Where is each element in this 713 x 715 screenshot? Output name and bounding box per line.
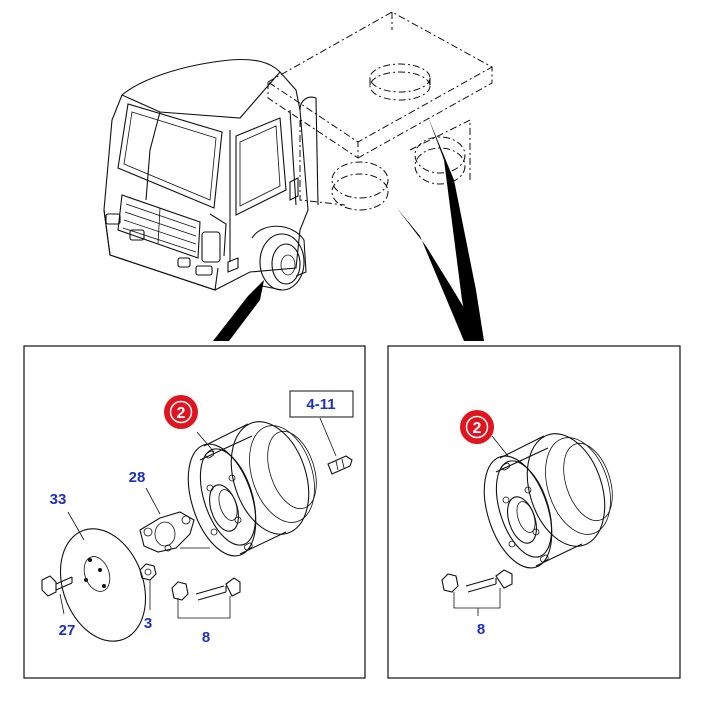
hub-bracket-28 <box>139 511 195 553</box>
wheel-nut-stud-8-right <box>441 569 513 593</box>
valve-stem <box>327 455 353 475</box>
ref-box-4-11[interactable]: 4-11 <box>289 390 354 418</box>
callout-2-right-text: 2 <box>473 420 482 437</box>
label-28[interactable]: 28 <box>129 469 146 486</box>
wheel-nut-stud-8 <box>171 577 241 601</box>
truck-cab <box>103 58 319 291</box>
callout-2-right[interactable]: 2 <box>460 410 494 444</box>
view-pointers <box>213 117 484 341</box>
label-3[interactable]: 3 <box>144 615 152 632</box>
right-panel: 2 8 <box>387 345 681 679</box>
leader-lines-right <box>453 435 509 616</box>
label-8-right[interactable]: 8 <box>477 621 485 638</box>
nut-3 <box>139 563 157 581</box>
callout-2-left-text: 2 <box>177 405 186 422</box>
ref-box-4-11-text: 4-11 <box>306 396 335 413</box>
left-panel: 2 4-11 33 28 27 3 8 <box>23 345 366 679</box>
wheel-rim-left <box>187 421 317 557</box>
cargo-bed <box>267 11 494 206</box>
label-8-left[interactable]: 8 <box>202 629 210 646</box>
bolt-27 <box>41 575 73 597</box>
pointer-rear-wheel-a <box>396 207 484 341</box>
wheel-rim-right <box>483 433 613 569</box>
truck-illustration <box>103 11 494 291</box>
pointer-rear-wheel-b <box>428 117 484 341</box>
pointer-front-wheel <box>213 280 264 341</box>
callout-2-left[interactable]: 2 <box>164 395 198 429</box>
rear-wheels <box>331 136 466 211</box>
leader-lines-left <box>59 417 337 619</box>
label-27[interactable]: 27 <box>59 622 76 639</box>
right-panel-frame <box>387 345 681 679</box>
label-33[interactable]: 33 <box>50 491 67 508</box>
